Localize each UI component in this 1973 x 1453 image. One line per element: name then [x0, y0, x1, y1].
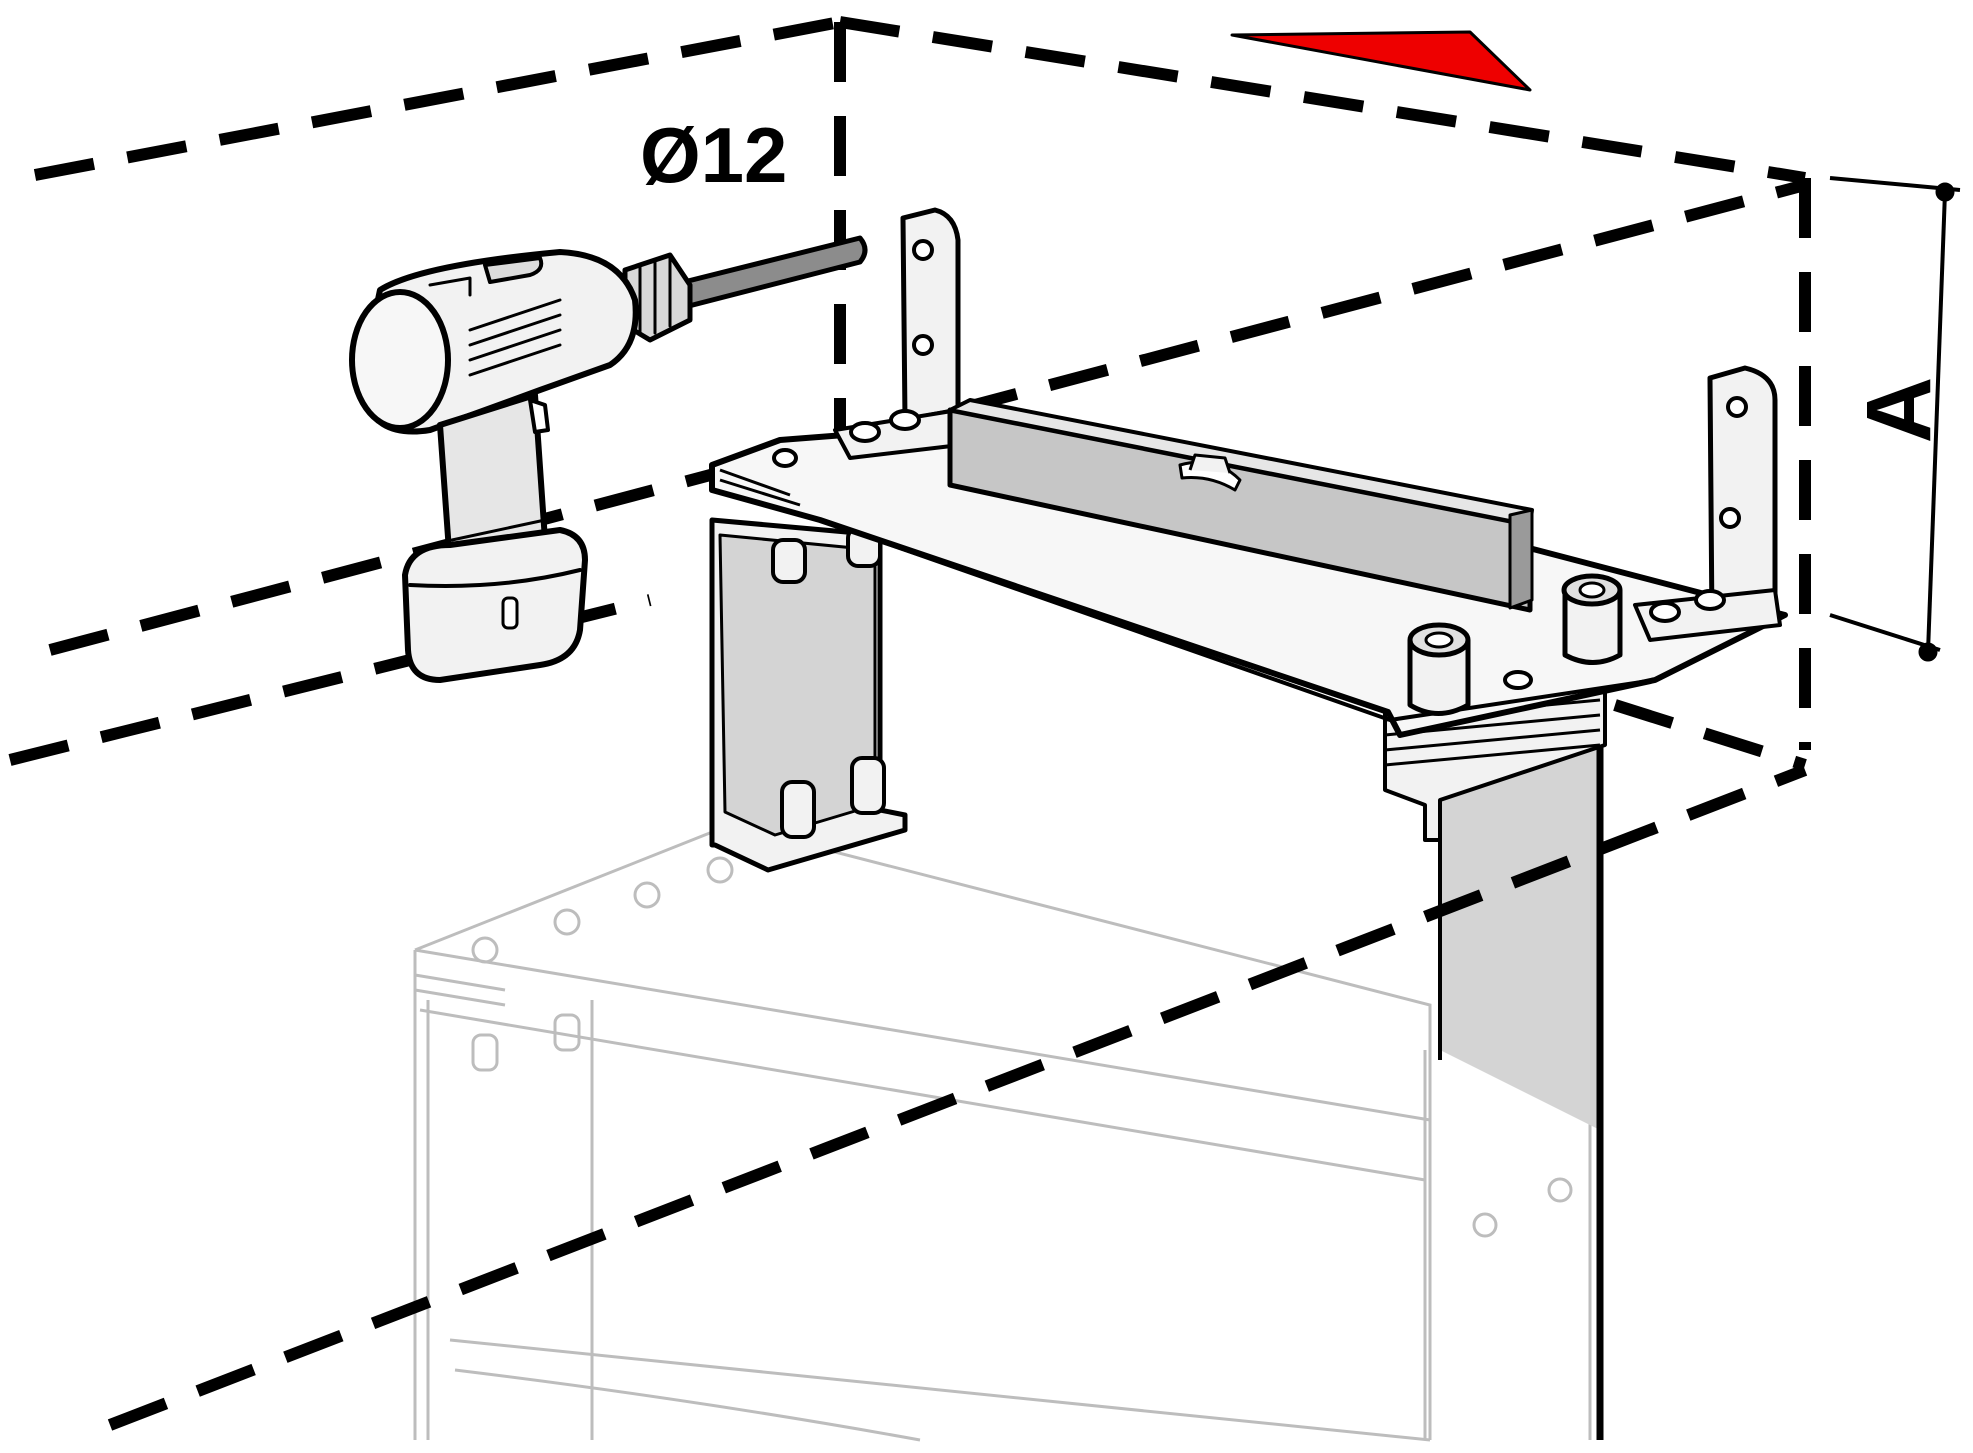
cabinet-side-panel	[1438, 745, 1604, 1440]
height-dimension-label: A	[1848, 377, 1950, 443]
direction-arrow-icon	[1230, 30, 1532, 92]
cabinet-outline-icon	[413, 823, 1592, 1442]
drill-icon	[349, 235, 868, 683]
spirit-level-icon	[947, 398, 1534, 613]
height-dimension	[1829, 176, 1961, 662]
drill-diameter-label: Ø12	[640, 111, 787, 199]
mounting-bracket-icon	[709, 207, 1788, 873]
wall-guide-lines	[8, 16, 1811, 1431]
